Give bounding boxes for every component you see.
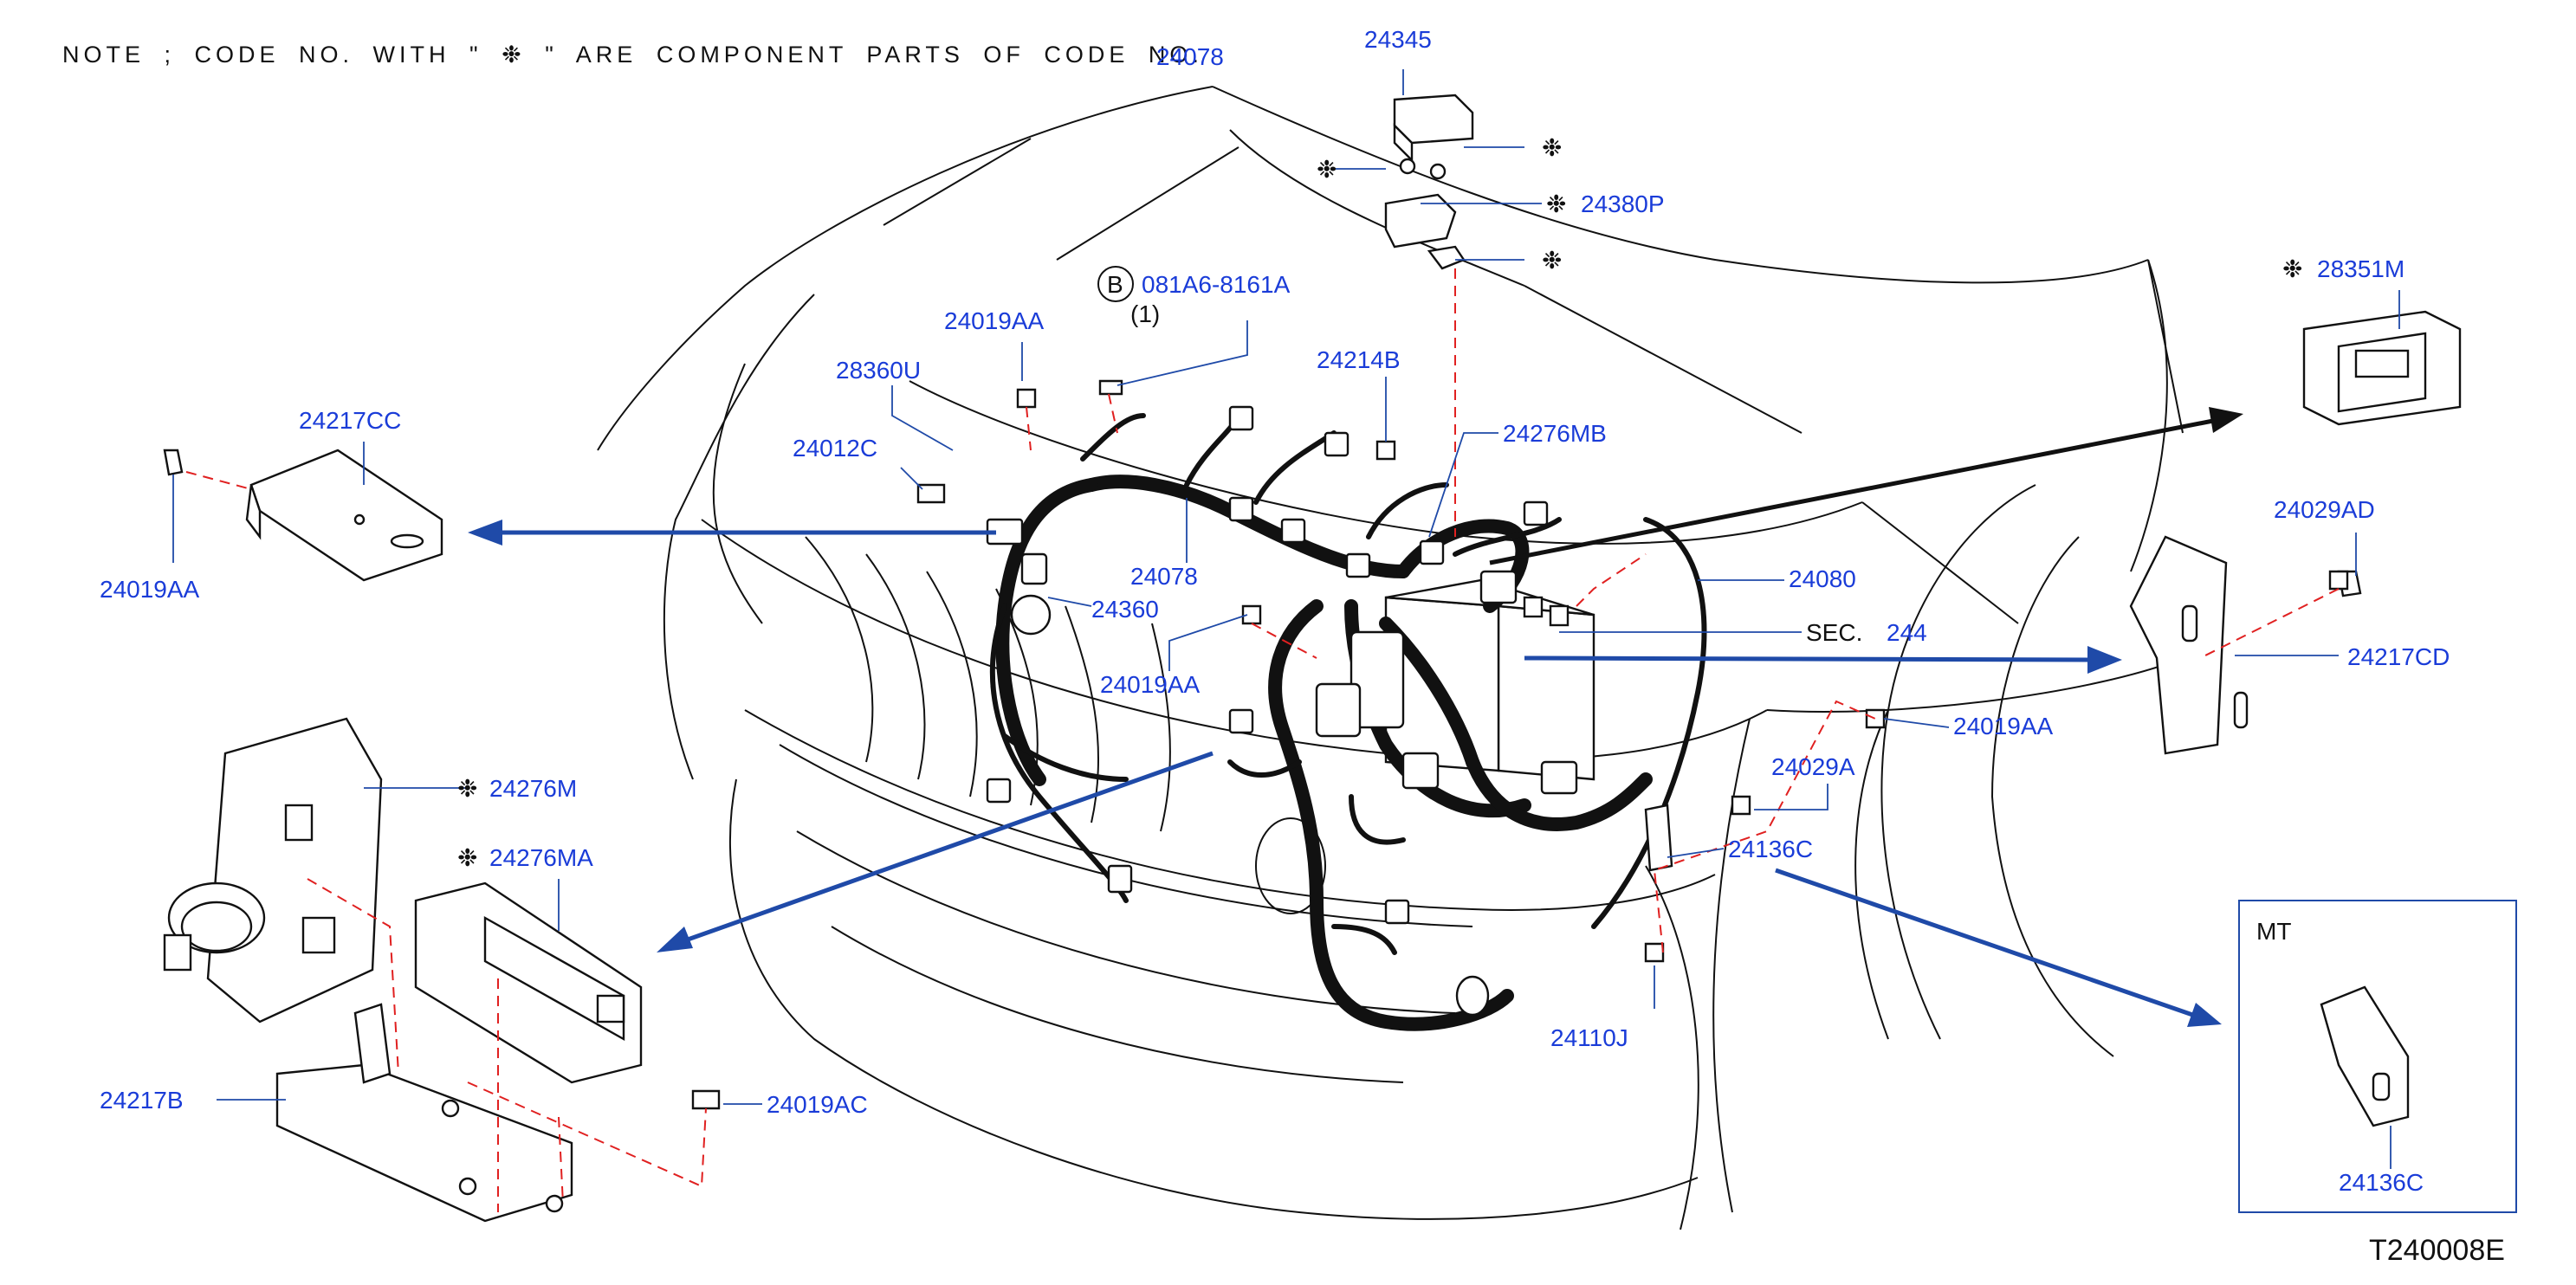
label-24276MA: 24276MA	[489, 844, 593, 871]
bolt-b-circle: B	[1107, 271, 1123, 298]
label-24078-top: 24078	[1156, 43, 1224, 70]
label-24078-mid: 24078	[1130, 563, 1198, 590]
label-24080: 24080	[1789, 565, 1856, 592]
label-24012C: 24012C	[793, 435, 877, 462]
label-24380P: 24380P	[1581, 190, 1665, 217]
label-24136C-b: 24136C	[2339, 1169, 2424, 1196]
label-24214B: 24214B	[1317, 346, 1401, 373]
label-24019AA-d: 24019AA	[1953, 713, 2054, 739]
label-24345: 24345	[1364, 26, 1432, 53]
fuse-box-top	[1384, 94, 1474, 270]
main-harness	[986, 405, 1707, 1031]
relay-box-24276M	[163, 717, 383, 1023]
label-24019AA-c: 24019AA	[1100, 671, 1201, 698]
bracket-24217CC	[163, 449, 443, 582]
note-text: NOTE ; CODE NO. WITH " ❉ " ARE COMPONENT…	[62, 42, 1203, 68]
labels: 24078 24345 ❉ ❉ ❉ 24380P ❉ ❉ 28351M B 08…	[100, 26, 2505, 1267]
bolts	[691, 379, 2349, 1110]
component-mark: ❉	[1542, 134, 1562, 161]
component-mark: ❉	[1317, 156, 1337, 183]
component-mark: ❉	[457, 775, 477, 802]
label-24276MB: 24276MB	[1503, 420, 1607, 447]
label-24276M: 24276M	[489, 775, 577, 802]
label-24019AA-b: 24019AA	[100, 576, 200, 603]
label-24029A: 24029A	[1771, 753, 1855, 780]
component-mark: ❉	[2282, 255, 2302, 282]
cover-24276MA	[414, 881, 643, 1084]
arrows	[468, 407, 2243, 1027]
label-bolt-b-qty: (1)	[1130, 300, 1160, 327]
label-sec-code: 244	[1887, 619, 1927, 646]
label-mt: MT	[2256, 918, 2291, 945]
component-mark: ❉	[457, 844, 477, 871]
dashed-install-lines	[185, 268, 2340, 1212]
label-24217CD: 24217CD	[2347, 643, 2450, 670]
label-24217CC: 24217CC	[299, 407, 401, 434]
label-28360U: 28360U	[836, 357, 921, 384]
label-24217B: 24217B	[100, 1087, 184, 1114]
label-28351M: 28351M	[2317, 255, 2404, 282]
bracket-24136C	[1644, 804, 2410, 1127]
leader-lines	[172, 69, 2400, 1169]
bracket-24217CD	[2129, 535, 2362, 755]
label-24019AC: 24019AC	[767, 1091, 868, 1118]
label-24019AA-a: 24019AA	[944, 307, 1045, 334]
label-sec-text: SEC.	[1806, 619, 1862, 646]
bolt-b-circle-shape	[1097, 266, 1134, 302]
label-24136C-a: 24136C	[1728, 836, 1813, 862]
mt-inset-box	[2238, 900, 2517, 1213]
label-24360: 24360	[1091, 596, 1159, 623]
label-24110J: 24110J	[1550, 1024, 1628, 1051]
connector-28351M	[2302, 310, 2462, 426]
bracket-24217B	[275, 1003, 573, 1223]
component-mark: ❉	[1546, 190, 1566, 217]
label-081A6-8161A: 081A6-8161A	[1142, 271, 1291, 298]
label-24029AD: 24029AD	[2274, 496, 2375, 523]
component-mark: ❉	[1542, 247, 1562, 274]
figure-id: T240008E	[2369, 1234, 2505, 1267]
